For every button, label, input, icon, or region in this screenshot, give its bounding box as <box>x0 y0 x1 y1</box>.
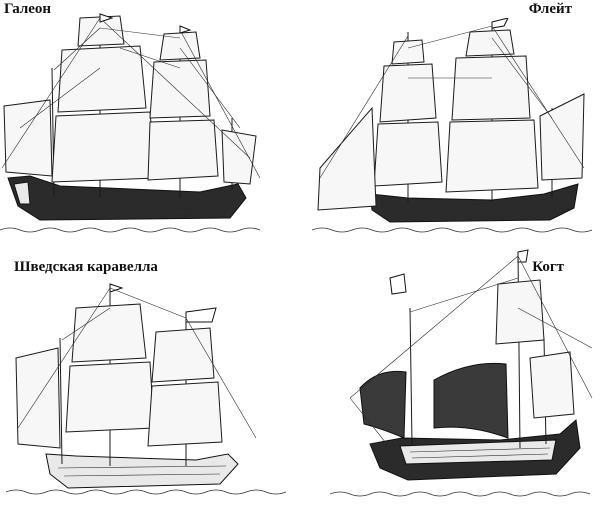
swedish-caravel-drawing <box>6 283 287 495</box>
caption-swedish-caravel: Шведская каравелла <box>14 259 158 275</box>
cog-drawing <box>330 249 593 497</box>
galleon-drawing <box>0 13 261 233</box>
caption-cog: Когт <box>532 259 564 275</box>
caption-fluyt: Флейт <box>528 1 572 17</box>
fluyt-drawing <box>312 18 593 233</box>
caption-galleon: Галеон <box>4 1 52 17</box>
